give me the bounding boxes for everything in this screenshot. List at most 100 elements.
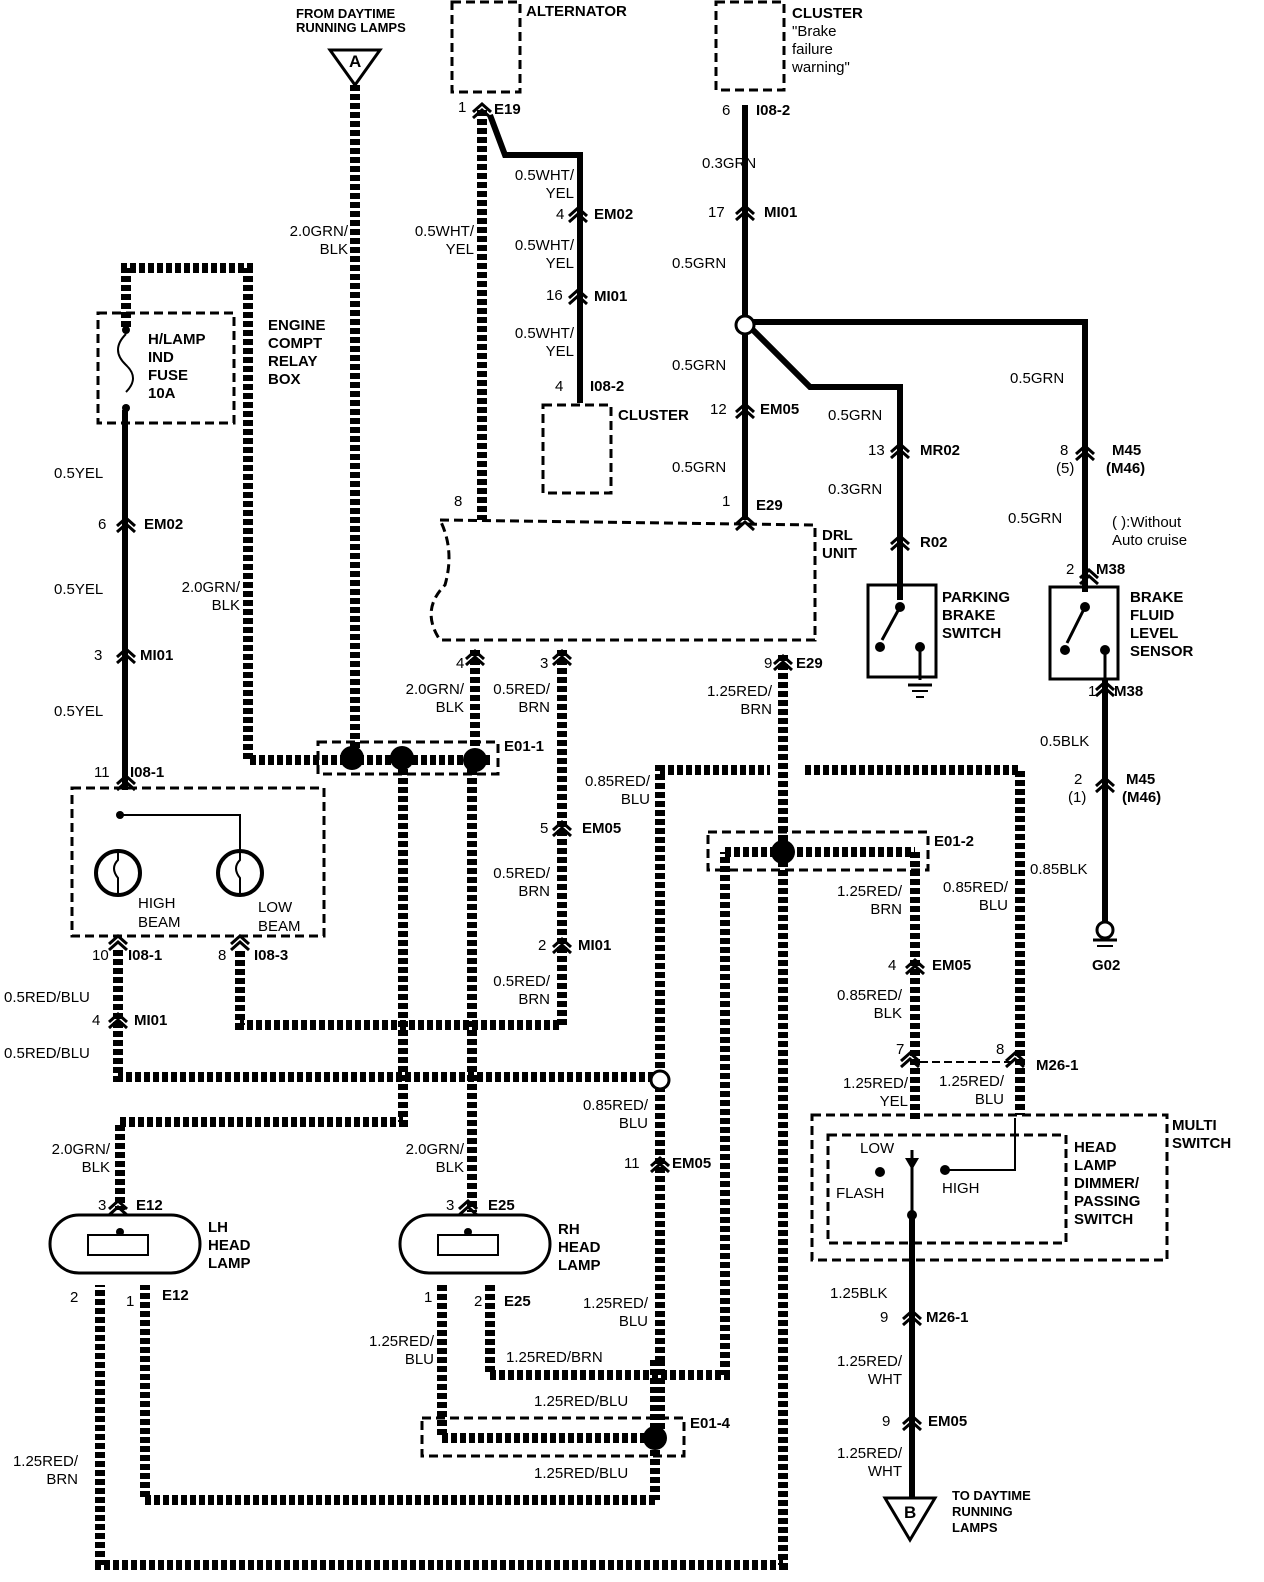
- wire-label: 2.0GRN/BLK: [406, 1141, 465, 1176]
- parking-brake-ground-icon: [908, 683, 932, 698]
- dimmer-contacts: [875, 1150, 950, 1220]
- alternator-label: ALTERNATOR: [526, 3, 627, 20]
- parking-brake-body: [866, 583, 938, 679]
- wire-beam-bus: [120, 814, 241, 852]
- connector-label: I08-1: [130, 764, 164, 781]
- connector-pin: 4: [555, 378, 563, 395]
- cluster-mid-box: [541, 403, 613, 495]
- parking-brake-contact-c: [915, 642, 925, 652]
- connector-pin: 9: [764, 655, 772, 672]
- connector-chevron-icon: [650, 1155, 670, 1174]
- connector-chevron-icon: [552, 648, 572, 667]
- connector-chevron-icon: [116, 515, 136, 534]
- connector-pin: 2: [1074, 771, 1082, 788]
- cluster-top-label: CLUSTER: [792, 5, 863, 22]
- connector-pin: 4: [888, 957, 896, 974]
- connector-chevron-icon: [230, 933, 250, 952]
- connector-pin: 4: [556, 206, 564, 223]
- connector-label: E12: [136, 1197, 163, 1214]
- switch-bodies: [866, 583, 1120, 698]
- connector-label: MI01: [594, 288, 627, 305]
- connector-label: EM05: [928, 1413, 967, 1430]
- connector-chevron-icon: [458, 1198, 478, 1217]
- connector-pin: 13: [868, 442, 885, 459]
- connector-pin: 3: [540, 655, 548, 672]
- wire-label: 1.25RED/BRN: [13, 1453, 79, 1488]
- parking-brake-contact-b: [875, 642, 885, 652]
- fuse-box: [96, 311, 236, 425]
- terminal-b-triangle-icon: [882, 1496, 938, 1543]
- connector-pin: 8: [996, 1041, 1004, 1058]
- wire-label: 1.25RED/BLU: [583, 1295, 649, 1330]
- multi-switch-box: [810, 1113, 1169, 1262]
- wire-high-beam-to-splice: [113, 950, 660, 1082]
- wire-relay-box-loop: [121, 263, 355, 765]
- switch-low-label: LOW: [860, 1140, 895, 1157]
- connector-chevron-icon: [1095, 679, 1115, 698]
- connector-label: M26-1: [926, 1309, 969, 1326]
- wire-label: 0.5GRN: [828, 407, 882, 424]
- connector-chevron-icon: [902, 1413, 922, 1432]
- connector-pin: 6: [98, 516, 106, 533]
- connector-chevron-icon: [735, 401, 755, 420]
- connector-label: EM05: [672, 1155, 711, 1172]
- connector-label: M38: [1096, 561, 1125, 578]
- wire-splice-to-brake-fluid: [745, 319, 1088, 592]
- wire-label: 2.0GRN/BLK: [182, 579, 241, 614]
- connector-pin: 2: [70, 1289, 78, 1306]
- lh-head-lamp-icon: [48, 1213, 202, 1275]
- wire-label: 0.5YEL: [54, 581, 103, 598]
- connector-label: (M46): [1122, 789, 1161, 806]
- connector-pin: 1: [1088, 683, 1096, 700]
- parking-brake-arm: [880, 606, 902, 641]
- connector-pin: 2: [1066, 561, 1074, 578]
- wire-e012-to-lh-lamp: [95, 852, 788, 1570]
- connector-label: E29: [756, 497, 783, 514]
- brake-fluid-contact-b: [1060, 645, 1070, 655]
- connector-pin: 3: [446, 1197, 454, 1214]
- connector-pin: 3: [98, 1197, 106, 1214]
- connector-label: MI01: [134, 1012, 167, 1029]
- connector-label: MR02: [920, 442, 960, 459]
- connector-label: EM05: [582, 820, 621, 837]
- wire-e011-to-lh-lamp: [115, 760, 408, 1210]
- connector-pin: 9: [880, 1309, 888, 1326]
- wire-label: 2.0GRN/BLK: [52, 1141, 111, 1176]
- connector-label: M45: [1126, 771, 1155, 788]
- connector-chevron-icon: [568, 287, 588, 306]
- connector-pin: 8: [218, 947, 226, 964]
- connector-label: R02: [920, 534, 948, 551]
- wire-label: 0.5RED/BRN: [493, 681, 551, 716]
- splice-e011-b: [390, 746, 414, 770]
- wire-splice-to-parking-brake: [745, 322, 903, 600]
- connector-chevron-icon: [890, 441, 910, 460]
- ground-label: G02: [1092, 957, 1120, 974]
- component-boxes: [70, 0, 1169, 1458]
- connector-label: M38: [1114, 683, 1143, 700]
- connector-pin: 7: [896, 1041, 904, 1058]
- wire-label: 1.25RED/BLU: [939, 1073, 1005, 1108]
- wire-labels: 2.0GRN/BLK 0.5WHT/YEL 0.5WHT/YEL 0.5WHT/…: [4, 155, 1089, 1488]
- wire-label: 1.25RED/WHT: [837, 1445, 903, 1480]
- ground-g02-icon: [1093, 920, 1117, 947]
- low-beam-filament-icon: [235, 852, 241, 895]
- connector-label: M45: [1112, 442, 1141, 459]
- bulbs: [94, 811, 264, 897]
- brake-fluid-arm: [1065, 606, 1087, 644]
- connector-chevrons: [108, 101, 1115, 1432]
- wire-drl3-to-low-beam: [235, 650, 567, 1030]
- splice-points: [340, 314, 795, 1450]
- connector-chevron-icon: [465, 648, 485, 667]
- connector-pin: 1: [722, 493, 730, 510]
- splice-redblu: [649, 1069, 671, 1091]
- wire-label: 1.25RED/BLU: [369, 1333, 435, 1368]
- connector-chevron-icon: [905, 957, 925, 976]
- connector-chevron-icon: [1075, 443, 1095, 462]
- connector-label: E29: [796, 655, 823, 672]
